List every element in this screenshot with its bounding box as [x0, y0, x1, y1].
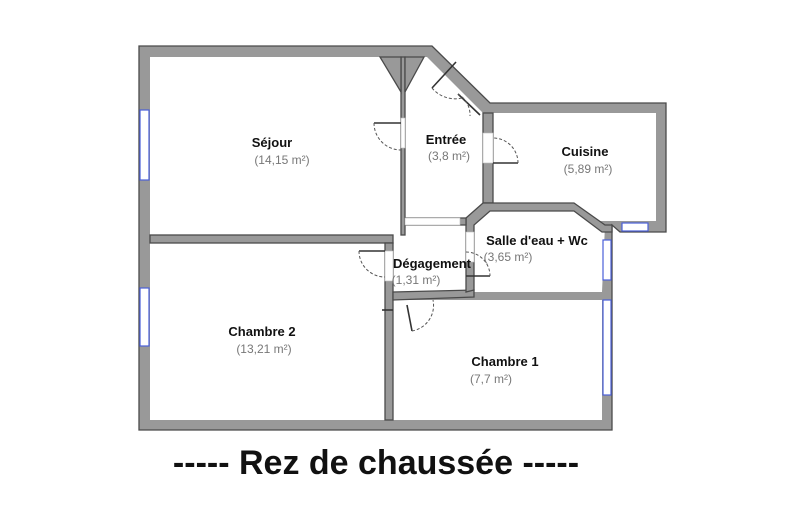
room-name-cuisine: Cuisine	[562, 144, 609, 159]
window-cuisine	[621, 222, 649, 232]
room-area-entree: (3,8 m²)	[428, 149, 470, 163]
chambre1-floor	[393, 300, 602, 420]
window-chambre1	[602, 299, 612, 396]
windows	[139, 109, 649, 396]
window-chambre2	[139, 287, 150, 347]
wall-openings	[384, 117, 494, 282]
salle-eau-floor	[474, 203, 605, 292]
room-area-salle-eau: (3,65 m²)	[484, 250, 533, 264]
room-name-degagement: Dégagement	[393, 256, 472, 271]
room-name-chambre2: Chambre 2	[228, 324, 295, 339]
window-salle-eau	[602, 239, 612, 281]
degagement-floor	[393, 225, 466, 296]
sejour-floor	[150, 57, 401, 235]
room-name-salle-eau: Salle d'eau + Wc	[486, 233, 588, 248]
room-area-cuisine: (5,89 m²)	[564, 162, 613, 176]
room-name-chambre1: Chambre 1	[471, 354, 538, 369]
floor-title: ----- Rez de chaussée -----	[173, 444, 579, 482]
room-area-chambre2: (13,21 m²)	[236, 342, 291, 356]
room-name-entree: Entrée	[426, 132, 466, 147]
room-area-chambre1: (7,7 m²)	[470, 372, 512, 386]
window-sejour	[139, 109, 150, 181]
entree-floor	[405, 57, 483, 218]
room-name-sejour: Séjour	[252, 135, 292, 150]
chambre2-floor	[150, 243, 385, 420]
doors	[358, 61, 519, 332]
room-area-degagement: (1,31 m²)	[392, 273, 441, 287]
room-area-sejour: (14,15 m²)	[254, 153, 309, 167]
